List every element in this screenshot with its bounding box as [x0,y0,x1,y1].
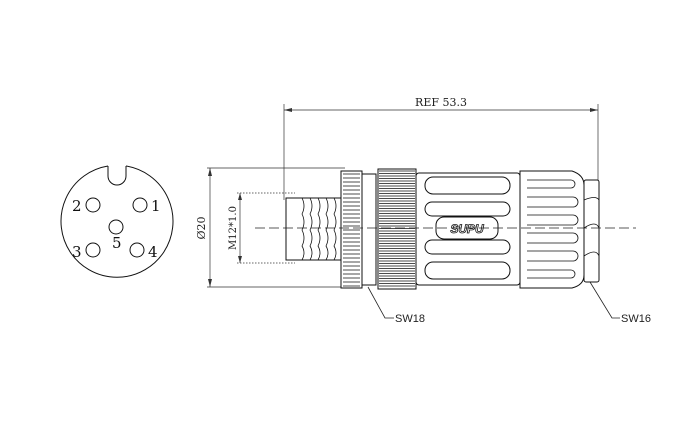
pin-label-3: 3 [72,243,82,261]
pin-face-view [60,165,174,278]
rear-cap [519,170,585,289]
supu-logo: SUPU [450,222,484,236]
pin-1 [132,197,148,213]
thread-label: M12*1.0 [228,206,239,250]
pin-5 [108,219,124,235]
knurled-coupling-ring [377,168,417,290]
knurl-pattern [343,170,415,287]
sw18-label: SW18 [395,313,425,325]
thread-section [285,197,343,261]
sw16-label: SW16 [621,313,651,325]
pin-3 [85,242,101,258]
dimension-lines [207,104,599,288]
overall-length-label: REF 53.3 [415,96,467,109]
face-outline [60,165,174,278]
connector-side-view [285,168,600,290]
leader-lines [367,281,620,319]
pin-label-4: 4 [148,243,158,261]
diameter-label: Ø20 [195,216,208,239]
coding-key [107,166,127,186]
pin-label-1: 1 [151,197,161,215]
cable-nut-sw16 [583,179,600,283]
pin-2 [85,197,101,213]
pin-label-2: 2 [72,197,82,215]
pin-4 [129,242,145,258]
hex-nut-sw18 [361,173,377,286]
pin-label-5: 5 [112,234,122,252]
rear-cap-ribs [527,179,579,279]
knurled-nut-front [340,170,363,289]
